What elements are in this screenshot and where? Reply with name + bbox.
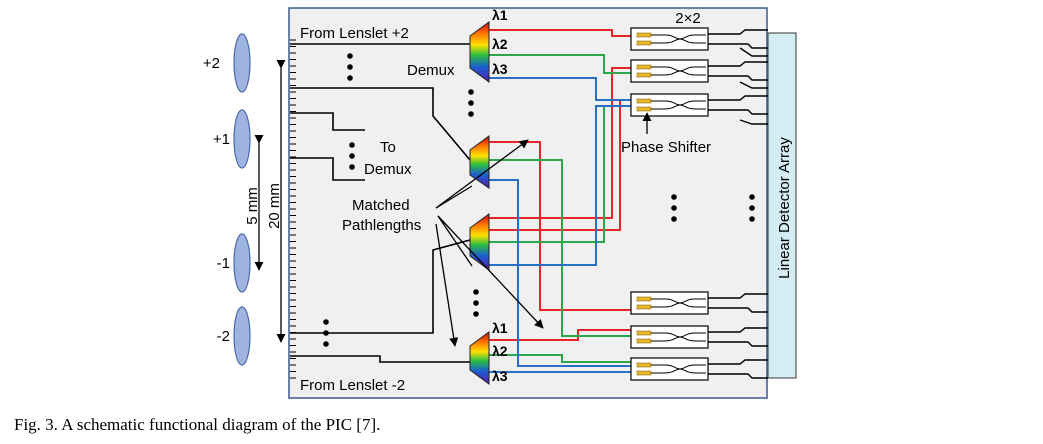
to-demux-label-1: To [380, 139, 396, 156]
input-waveguide-ticks [290, 39, 296, 379]
from-lenslet-top-label: From Lenslet +2 [300, 25, 409, 42]
detector-array [767, 32, 797, 379]
matched-label-1: Matched [352, 197, 410, 214]
coupler-2x2 [630, 59, 709, 83]
coupler-2x2 [630, 291, 709, 315]
lenslet-minus1 [233, 233, 251, 293]
lenslet-label-minus2: -2 [217, 328, 230, 345]
matched-label-2: Pathlengths [342, 217, 421, 234]
output-waveguide [739, 81, 768, 89]
lambda2-label-top: λ2 [492, 36, 508, 52]
lambda3-label-bottom: λ3 [492, 368, 508, 384]
to-demux-label-2: Demux [364, 161, 412, 178]
lenslet-label-minus1: -1 [217, 255, 230, 272]
output-waveguide [739, 119, 768, 125]
coupler-2x2-label: 2×2 [675, 10, 700, 27]
lambda3-label-top: λ3 [492, 61, 508, 77]
demux-prism-bottom [469, 331, 490, 385]
input-waveguides [290, 43, 471, 363]
dim-20mm-label: 20 mm [266, 183, 283, 229]
output-waveguide [739, 47, 768, 57]
couplers-2x2 [630, 27, 709, 381]
demux-prisms [469, 21, 490, 385]
output-waveguide [708, 373, 768, 379]
demux-prism-mid1 [469, 135, 490, 189]
demux-label: Demux [407, 62, 455, 79]
lenslet-label-plus1: +1 [213, 131, 230, 148]
coupler-2x2 [630, 27, 709, 51]
coupler-2x2 [630, 357, 709, 381]
lenslet-plus1 [233, 109, 251, 169]
dim-5mm-label: 5 mm [244, 187, 261, 225]
output-waveguide [708, 359, 768, 365]
lambda3-waveguides [489, 77, 633, 373]
output-waveguide [708, 95, 768, 101]
lenslet-minus2 [233, 306, 251, 366]
coupler-2x2 [630, 93, 709, 117]
output-waveguides [708, 29, 768, 379]
ellipsis-dots [323, 53, 755, 347]
detector-label: Linear Detector Array [776, 137, 793, 279]
lambda2-label-bottom: λ2 [492, 343, 508, 359]
output-waveguide [708, 109, 768, 115]
output-waveguide [708, 29, 768, 35]
output-waveguide [708, 341, 768, 347]
output-waveguide [708, 75, 768, 81]
coupler-2x2 [630, 325, 709, 349]
output-waveguide [708, 43, 768, 49]
lambda1-label-bottom: λ1 [492, 320, 508, 336]
output-waveguide [708, 307, 768, 313]
demux-prism-top [469, 21, 490, 83]
from-lenslet-bottom-label: From Lenslet -2 [300, 377, 405, 394]
lenslet-plus2 [233, 33, 251, 93]
matched-pathlength-arrows [435, 139, 544, 347]
phase-shifter-label: Phase Shifter [621, 139, 711, 156]
figure-caption: Fig. 3. A schematic functional diagram o… [14, 415, 380, 434]
lenslet-label-plus2: +2 [203, 55, 220, 72]
output-waveguide [708, 293, 768, 299]
output-waveguide [708, 327, 768, 333]
output-waveguide [708, 61, 768, 67]
lambda1-label-top: λ1 [492, 7, 508, 23]
